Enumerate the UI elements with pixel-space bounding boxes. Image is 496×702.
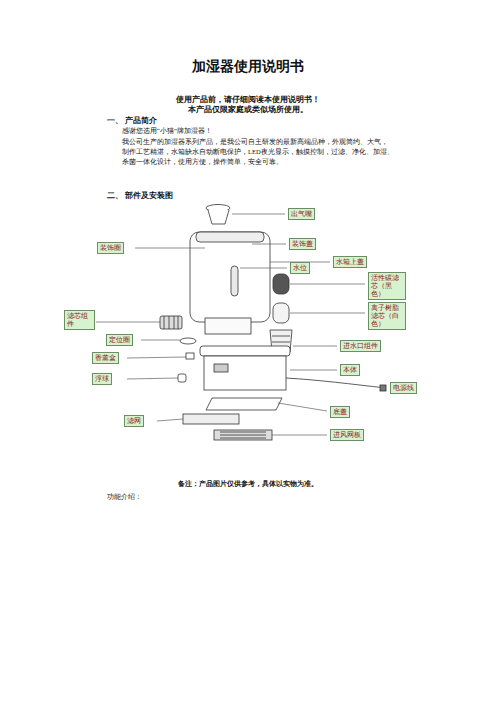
- callout-label: 浮球: [95, 375, 109, 383]
- callout-box: 装饰盖: [289, 238, 316, 250]
- callout-box: 进水口组件: [340, 340, 381, 352]
- water-tank: [190, 232, 270, 322]
- callout-box: 本体: [340, 364, 360, 376]
- callout-box: 滤网: [124, 415, 144, 427]
- tank-neck: [205, 318, 251, 334]
- callout-box: 香薰盒: [92, 352, 119, 364]
- callout-box: 定位圈: [106, 334, 133, 346]
- note-text: 备注：产品图片仅供参考，具体以实物为准。: [0, 480, 496, 489]
- grille-plate: [214, 430, 272, 440]
- base-panel: [214, 364, 228, 372]
- callout-label: 滤芯组件: [67, 312, 92, 328]
- tank-top: [196, 232, 264, 242]
- callout-box: 进风网板: [330, 429, 364, 441]
- notice-text: 使用产品前，请仔细阅读本使用说明书！: [0, 94, 496, 105]
- callout-label: 装饰圈: [100, 244, 121, 252]
- callout-box: 活性碳滤芯（黑色）: [368, 272, 406, 300]
- filter-assembly: [160, 316, 182, 329]
- water-window: [231, 266, 238, 296]
- callout-box: 滤芯组件: [64, 310, 95, 330]
- callout-box: 底盖: [330, 406, 350, 418]
- body-text: 功能介绍：: [107, 493, 142, 502]
- positioning-ring: [180, 338, 196, 344]
- page-title: 加湿器使用说明书: [0, 58, 496, 76]
- power-cord: [286, 378, 386, 388]
- callout-label: 进风网板: [333, 431, 361, 439]
- callout-label: 进水口组件: [343, 342, 378, 350]
- bottom-cover: [206, 398, 282, 410]
- callout-box: 电源线: [390, 382, 417, 394]
- leader-lines: [96, 214, 365, 435]
- notice-text: 本产品仅限家庭或类似场所使用。: [0, 104, 496, 115]
- power-plug: [380, 385, 386, 391]
- callout-label: 本体: [343, 366, 357, 374]
- base-top: [200, 346, 290, 356]
- callout-label: 水箱上盖: [336, 258, 364, 266]
- nozzle-part: [208, 210, 229, 224]
- callout-label: 滤网: [127, 417, 141, 425]
- callout-label: 电源线: [393, 384, 414, 392]
- callout-label: 底盖: [333, 408, 347, 416]
- callout-box: 水箱上盖: [333, 256, 367, 268]
- resin-filter: [273, 303, 289, 323]
- float-part: [178, 374, 186, 382]
- section-heading: 二、 部件及安装图: [107, 191, 173, 201]
- callout-box: 出气嘴: [288, 208, 315, 220]
- callout-label: 出气嘴: [291, 210, 312, 218]
- body-paragraph: 我公司生产的加湿器系列产品，是我公司自主研发的最新高端品种，外观简约、大气，制作…: [122, 137, 394, 167]
- callout-box: 装饰圈: [97, 242, 124, 254]
- callout-label: 水位: [293, 264, 307, 272]
- aroma-box: [186, 353, 194, 359]
- callout-box: 水位: [290, 262, 310, 274]
- callout-label: 活性碳滤芯（黑色）: [371, 274, 403, 298]
- body-text: 感谢您选用“小猫”牌加湿器！: [122, 127, 212, 136]
- callout-box: 离子树脂滤芯（白色）: [368, 302, 406, 330]
- callout-box: 浮球: [92, 373, 112, 385]
- carbon-filter: [273, 274, 289, 294]
- callout-label: 定位圈: [109, 336, 130, 344]
- callout-label: 香薰盒: [95, 354, 116, 362]
- base-body: [204, 356, 286, 390]
- section-heading: 一、 产品简介: [107, 116, 157, 126]
- filter-net: [183, 414, 239, 424]
- callout-label: 装饰盖: [292, 240, 313, 248]
- callout-label: 离子树脂滤芯（白色）: [371, 304, 403, 328]
